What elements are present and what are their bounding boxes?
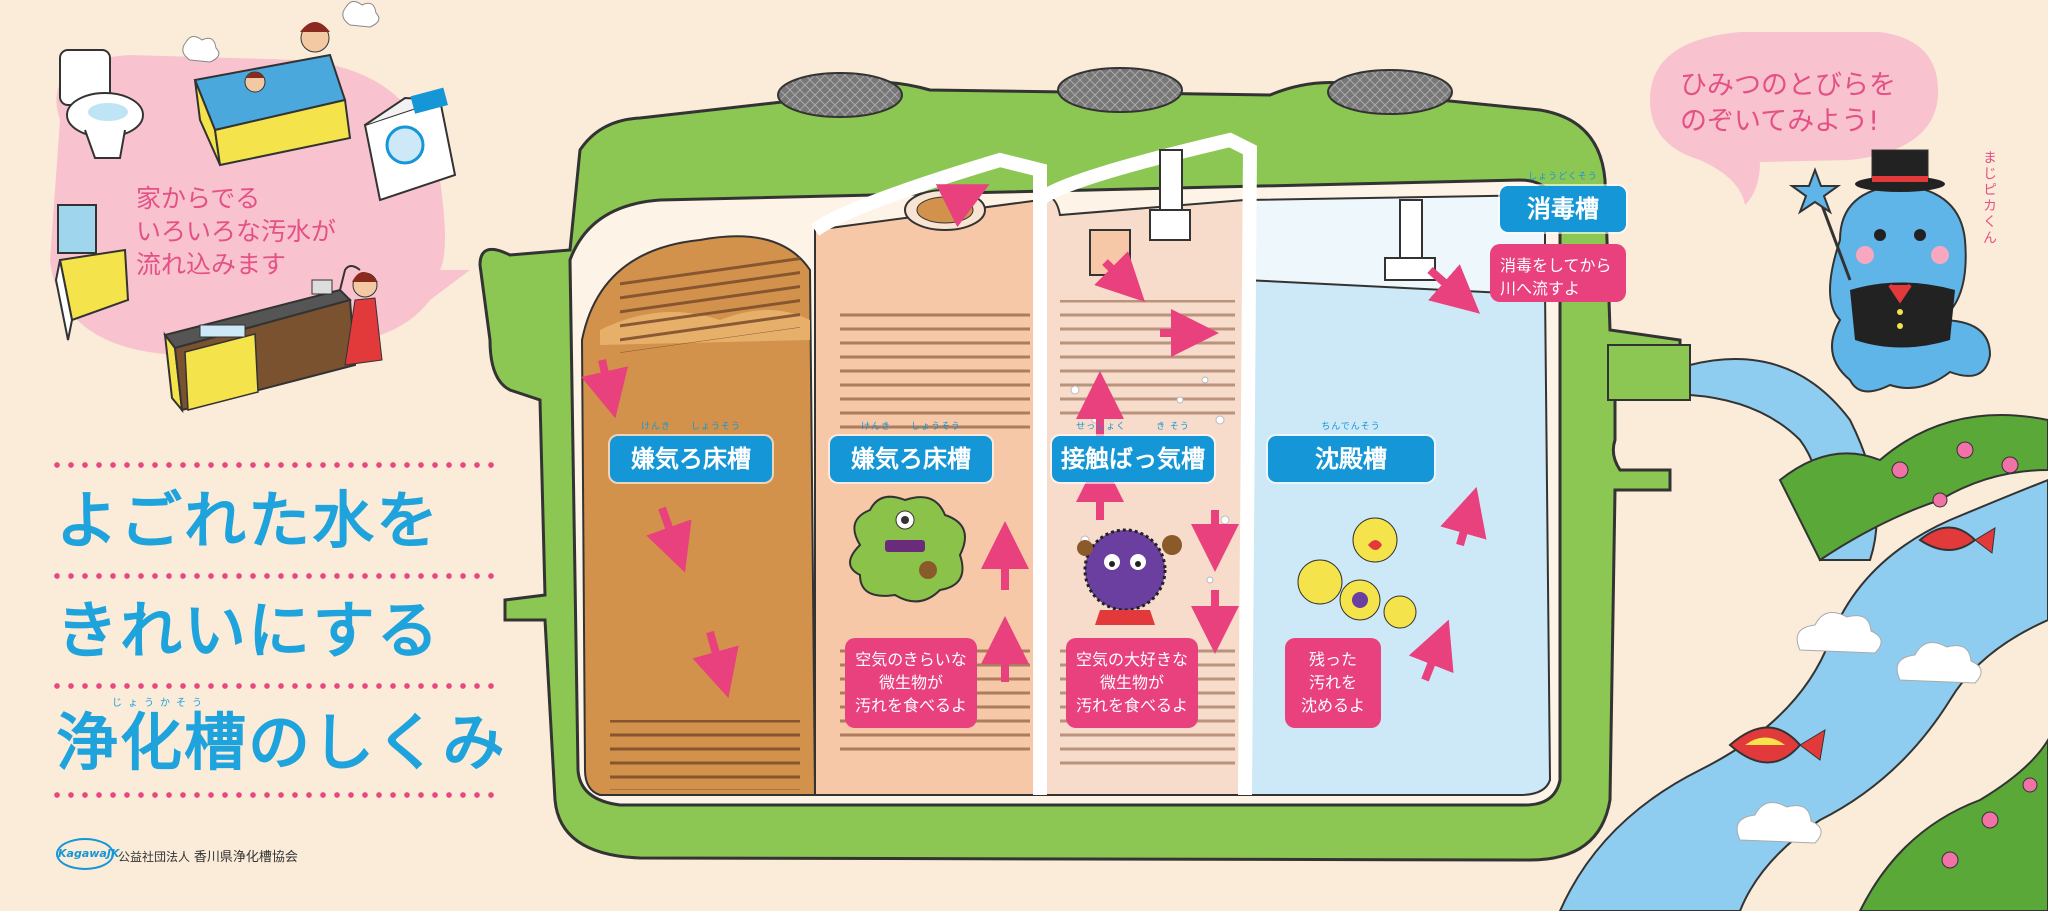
intro-text: 家からでる いろいろな汚水が 流れ込みます [136, 182, 336, 281]
note-line: 空気のきらいな [855, 650, 967, 669]
cloud-icon [1736, 612, 1982, 844]
bathtub-icon [193, 22, 352, 167]
kitchen-icon [163, 265, 383, 414]
mascot-majipika [1829, 149, 1992, 393]
label-text: 嫌気ろ床槽 [851, 445, 971, 473]
washing-machine-icon [363, 87, 457, 202]
label-settling: ちんでんそう 沈殿槽 [1268, 422, 1434, 482]
label-text: 嫌気ろ床槽 [631, 445, 751, 473]
intro-line-2: いろいろな汚水が [136, 217, 337, 246]
river [1558, 478, 2048, 911]
note-line: 微生物が [1099, 673, 1164, 692]
label-ruby: せっしょく き そう [1076, 422, 1190, 432]
manhole [1327, 69, 1453, 115]
chamber-1 [580, 235, 817, 796]
speech-bubble [1650, 32, 1939, 205]
toilet-icon [59, 49, 144, 159]
settling-particles [1297, 517, 1417, 629]
note-line: 消毒をしてから [1500, 256, 1612, 275]
arrow-icon [581, 184, 1487, 699]
label-text: 接触ばっ気槽 [1061, 445, 1205, 473]
title-ruby: じょうかそう [112, 698, 208, 709]
label-disinfection: しょうどくそう 消毒槽 [1500, 172, 1626, 232]
aerobic-microbe [1077, 528, 1182, 625]
star-wand-icon [1788, 167, 1852, 281]
manhole [777, 72, 903, 118]
speech-line-2: のぞいてみよう! [1680, 106, 1880, 137]
organization-logo: KagawaJK [56, 838, 119, 870]
note-line: 川へ流すよ [1500, 279, 1581, 298]
sink-icon [54, 204, 130, 341]
note-anaerobic: 空気のきらいな 微生物が 汚れを食べるよ [845, 638, 977, 728]
note-line: 汚れを食べるよ [1075, 696, 1188, 715]
note-disinfection: 消毒をしてから 川へ流すよ [1490, 244, 1626, 302]
dotted-divider [50, 792, 495, 798]
label-ruby: ちんでんそう [1321, 422, 1381, 432]
note-line: 汚れを食べるよ [854, 696, 967, 715]
note-aerobic: 空気の大好きな 微生物が 汚れを食べるよ [1066, 638, 1198, 728]
intro-line-3: 流れ込みます [136, 250, 287, 279]
mascot-speech: ひみつのとびらを のぞいてみよう! [1680, 68, 1896, 140]
note-line: 沈めるよ [1300, 696, 1365, 715]
dotted-divider [50, 573, 495, 579]
note-line: 残った [1308, 650, 1357, 669]
note-settling: 残った 汚れを 沈めるよ [1285, 638, 1381, 728]
dotted-divider [50, 683, 495, 689]
speech-line-1: ひみつのとびらを [1680, 70, 1896, 101]
organization-title: 香川県浄化槽協会 [193, 850, 298, 865]
label-contact-aeration: せっしょく き そう 接触ばっ気槽 [1052, 422, 1214, 482]
manhole [1057, 67, 1183, 113]
title-line-3: 浄化槽のしくみ [56, 706, 507, 779]
label-text: 消毒槽 [1527, 195, 1599, 223]
label-text: 沈殿槽 [1315, 445, 1387, 473]
fish-icon [1728, 526, 1996, 764]
label-ruby: けんき しょうそう [860, 422, 961, 432]
note-line: 汚れを [1308, 673, 1357, 692]
label-ruby: けんき しょうそう [640, 422, 741, 432]
anaerobic-microbe [849, 495, 966, 603]
organization-name: 公益社団法人 香川県浄化槽協会 [118, 846, 298, 865]
dotted-divider [50, 462, 495, 468]
mascot-name: まじピカくん [1981, 150, 1997, 246]
label-anaerobic-1: けんき しょうそう 嫌気ろ床槽 [610, 422, 772, 482]
note-line: 空気の大好きな [1075, 650, 1188, 669]
organization-type: 公益社団法人 [118, 850, 191, 864]
label-ruby: しょうどくそう [1528, 172, 1598, 182]
title-line-2: きれいにする [56, 594, 441, 667]
title-line-1: よごれた水を [56, 484, 441, 557]
label-anaerobic-2: けんき しょうそう 嫌気ろ床槽 [830, 422, 992, 482]
flower-icon [1891, 441, 2038, 869]
intro-line-1: 家からでる [136, 184, 261, 213]
note-line: 微生物が [878, 673, 943, 692]
